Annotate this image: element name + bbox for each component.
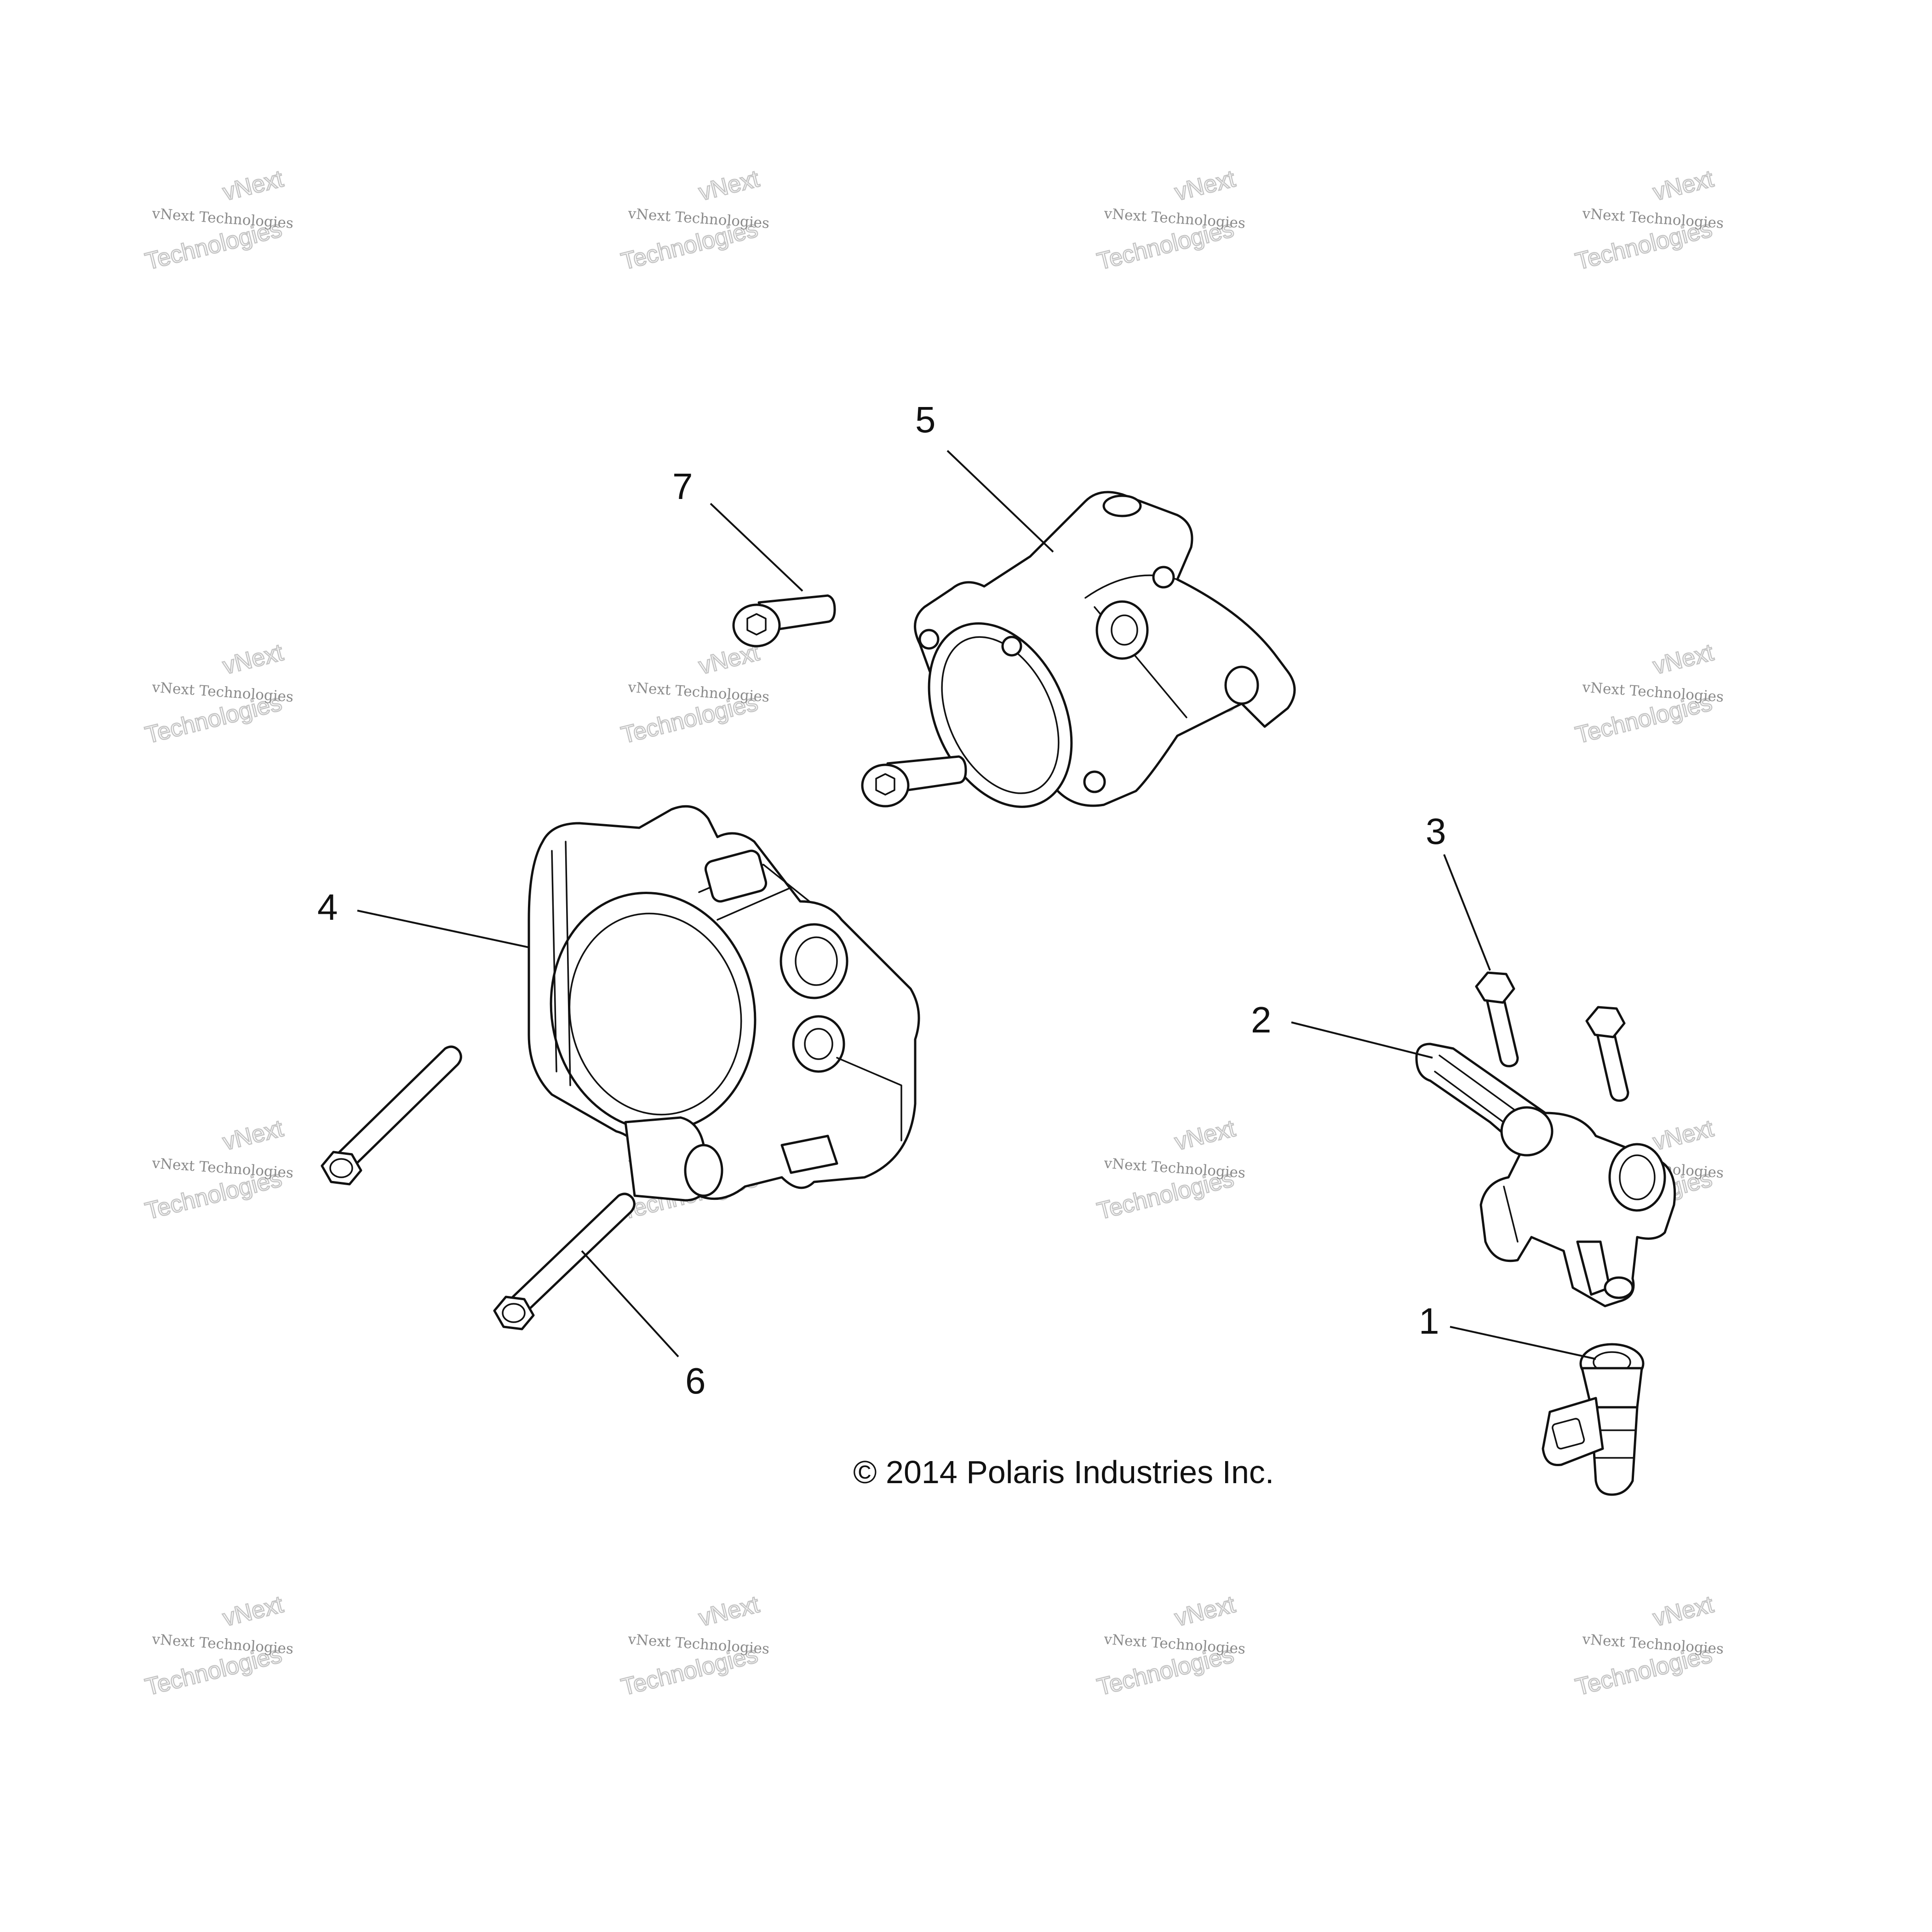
part-4-throttle-body [527,805,920,1202]
callout-4: 4 [317,887,338,928]
leader-lines [357,450,1596,1360]
callout-7: 7 [672,466,693,507]
watermark-small-text: vNext Technologies [1103,1155,1246,1181]
watermark-small-text: vNext Technologies [151,1631,294,1657]
watermark-small-text: vNext Technologies [1103,1631,1246,1657]
part-3-fuel-rail-bolt-right [1585,1006,1629,1102]
watermark-small-text: vNext Technologies [1581,1631,1724,1657]
part-1-fuel-injector [1542,1343,1645,1496]
watermark-small-text: vNext Technologies [151,1155,294,1181]
callout-1: 1 [1419,1301,1439,1342]
watermark-small-text: vNext Technologies [151,206,294,232]
watermark-small-text: vNext Technologies [1581,679,1724,705]
callout-2: 2 [1251,999,1272,1040]
watermark-small-text: vNext Technologies [627,1631,770,1657]
part-3-fuel-rail-bolt-left [1475,971,1519,1067]
watermark-small-text: vNext Technologies [1581,206,1724,232]
watermark-small-text: vNext Technologies [627,206,770,232]
part-7-socket-bolt-lower [861,755,967,808]
callout-3: 3 [1426,811,1446,852]
callout-labels: 1 2 3 4 5 6 7 [317,399,1446,1401]
callout-5: 5 [915,399,936,440]
copyright-text: © 2014 Polaris Industries Inc. [853,1454,1274,1490]
watermark-small-text: vNext Technologies [627,679,770,705]
watermark-small-text: vNext Technologies [1103,206,1246,232]
part-2-fuel-rail [1415,1043,1676,1307]
watermark-small-text: vNext Technologies [151,679,294,705]
part-6-flange-bolt-upper [321,1045,462,1186]
callout-6: 6 [685,1360,706,1401]
part-6-flange-bolt-lower [493,1192,636,1330]
part-7-socket-bolt-upper [732,594,836,648]
